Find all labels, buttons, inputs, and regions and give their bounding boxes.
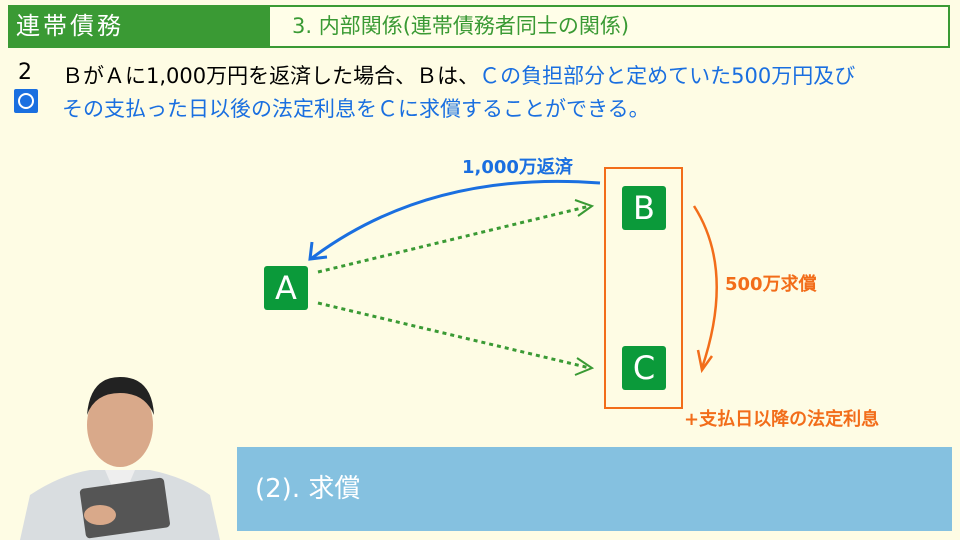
question-number: 2 — [18, 60, 32, 85]
b-c-group-box — [604, 167, 683, 409]
dotted-arrow-a-c — [317, 301, 591, 370]
interest-label: +支払日以降の法定利息 — [684, 409, 880, 430]
recourse-label: 500万求償 — [725, 274, 817, 295]
question-text-black: ＢがＡに1,000万円を返済した場合、Ｂは、 — [62, 64, 480, 88]
payment-arrow — [311, 179, 601, 260]
node-c: C — [622, 346, 666, 390]
presenter-hand — [84, 505, 116, 525]
question-line-2: その支払った日以後の法定利息をＣに求償することができる。 — [62, 97, 650, 121]
node-a: A — [264, 266, 308, 310]
presenter-head — [87, 383, 153, 467]
subtopic-banner: (2). 求償 — [237, 447, 952, 531]
presenter-hair — [87, 377, 154, 415]
presenter-video — [20, 377, 220, 540]
category-title: 連帯債務 — [8, 5, 268, 48]
section-title: 3. 内部関係(連帯債務者同士の関係) — [268, 5, 950, 48]
circle-correct-icon — [14, 89, 38, 113]
dotted-arrow-a-b — [317, 204, 591, 274]
dotted-arrowhead-a-b — [574, 199, 595, 217]
dotted-arrowhead-a-c — [574, 357, 595, 376]
recourse-arrowhead — [696, 349, 714, 374]
payment-label: 1,000万返済 — [462, 157, 573, 178]
node-b: B — [622, 186, 666, 230]
question-line-1: ＢがＡに1,000万円を返済した場合、Ｂは、Ｃの負担部分と定めていた500万円及… — [62, 60, 855, 90]
payment-arrowhead — [308, 241, 328, 261]
question-text-blue: Ｃの負担部分と定めていた500万円及び — [479, 64, 856, 88]
recourse-arrow — [692, 205, 718, 369]
